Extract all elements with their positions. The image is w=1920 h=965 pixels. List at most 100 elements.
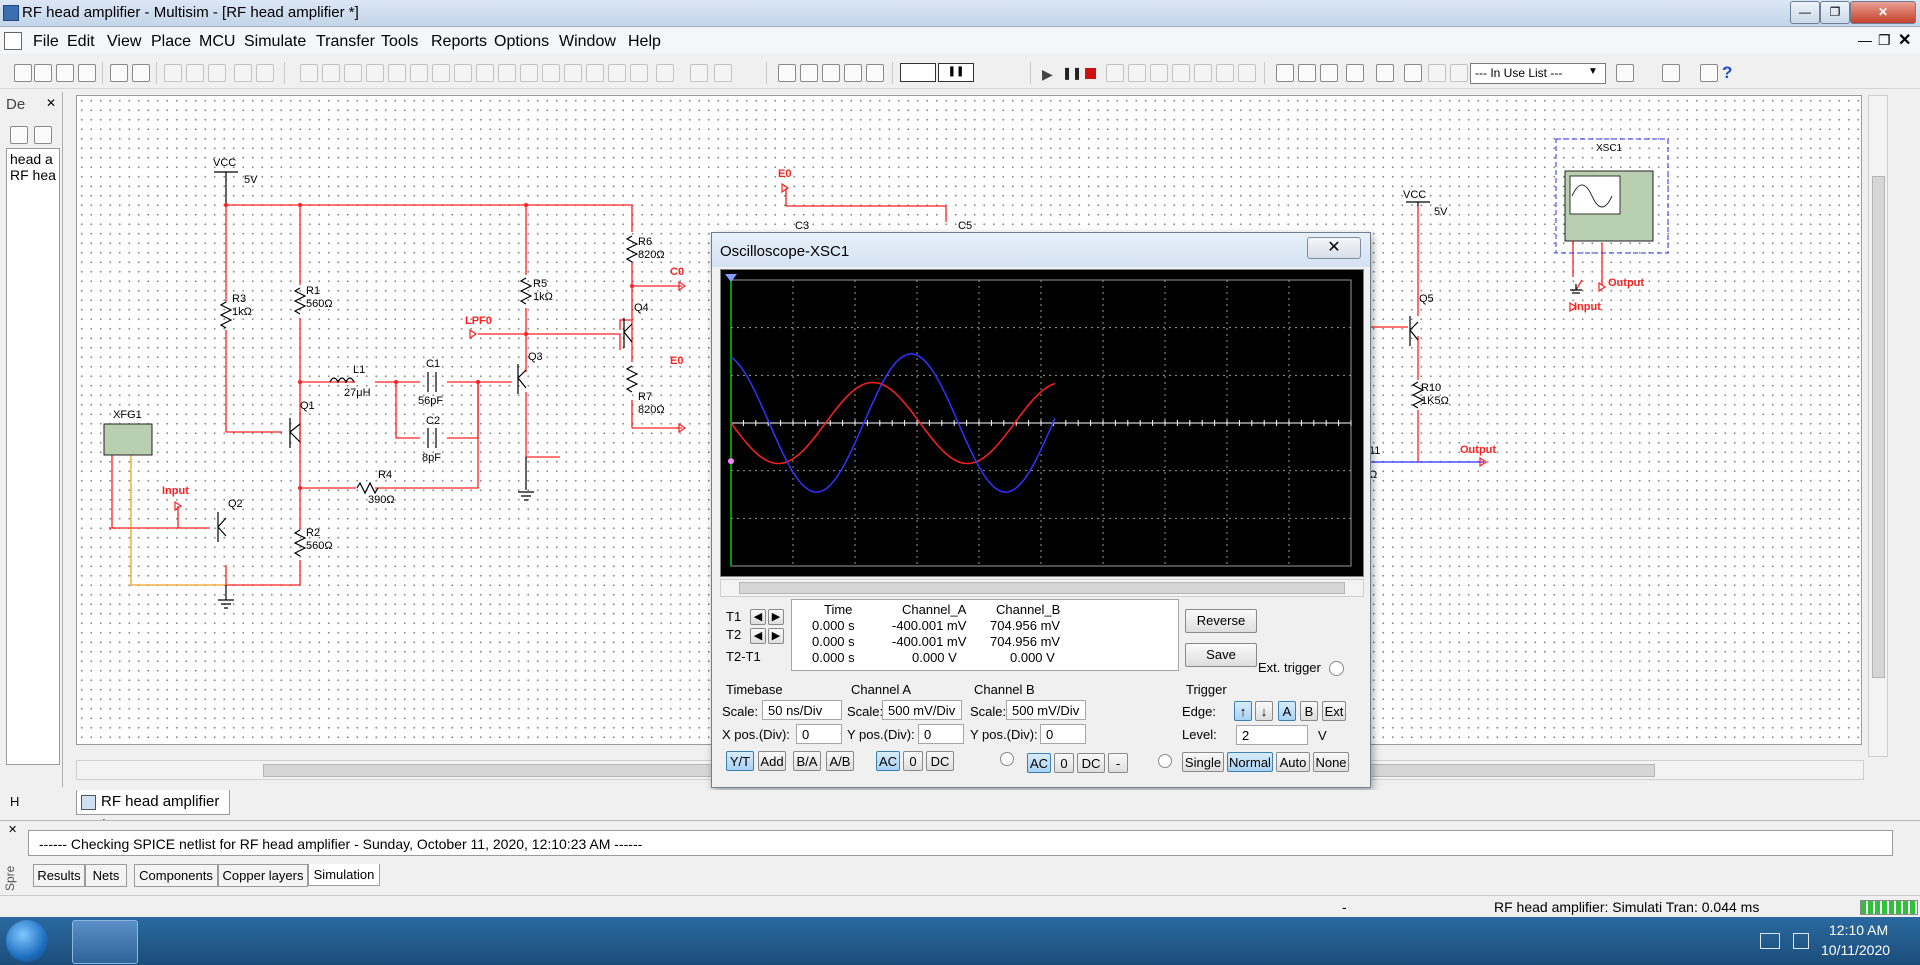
panel-close-icon[interactable]: ✕ (46, 96, 57, 110)
mdi-restore-button[interactable]: ❐ (1878, 32, 1891, 48)
channel-b-dc-button[interactable]: DC (1077, 753, 1105, 773)
t1-right-arrow[interactable]: ▶ (768, 609, 784, 625)
stop-icon[interactable] (1085, 68, 1096, 79)
level-field[interactable]: 2 (1236, 725, 1308, 745)
component-wizard-icon[interactable] (1404, 64, 1422, 82)
place-antenna-icon[interactable] (586, 64, 604, 82)
paste-icon[interactable] (208, 64, 226, 82)
chevron-down-icon[interactable]: ▼ (1588, 66, 1598, 77)
trigger-source-b-button[interactable]: B (1300, 701, 1318, 721)
channel-b-zero-button[interactable]: 0 (1054, 753, 1074, 773)
menu-place[interactable]: Place (151, 33, 192, 50)
oscilloscope-display[interactable] (720, 269, 1364, 577)
place-connector-icon[interactable] (366, 64, 384, 82)
channel-a-scale-field[interactable]: 500 mV/Div (882, 700, 962, 720)
trigger-source-a-button[interactable]: A (1278, 701, 1296, 721)
pause-at-breakpoint-icon[interactable] (1106, 64, 1124, 82)
t1-left-arrow[interactable]: ◀ (750, 609, 766, 625)
zoom-out-icon[interactable] (800, 64, 818, 82)
yt-button[interactable]: Y/T (726, 751, 754, 771)
undo-icon[interactable] (234, 64, 252, 82)
scroll-thumb[interactable] (739, 582, 1345, 594)
menu-mcu[interactable]: MCU (199, 33, 236, 50)
doc-icon[interactable] (4, 32, 22, 50)
run-to-cursor-icon[interactable] (1194, 64, 1212, 82)
channel-a-terminal[interactable] (1000, 752, 1014, 766)
ba-button[interactable]: B/A (793, 751, 821, 771)
xpos-field[interactable]: 0 (796, 724, 842, 744)
tree-item[interactable]: head a (10, 151, 53, 167)
vertical-scrollbar[interactable] (1868, 95, 1888, 757)
tab-schematic[interactable]: RF head amplifier * (76, 790, 230, 833)
design-tree[interactable]: head a RF hea (6, 148, 60, 765)
channel-b-terminal[interactable] (1158, 754, 1172, 768)
database-icon[interactable] (1376, 64, 1394, 82)
reverse-button[interactable]: Reverse (1185, 609, 1257, 633)
step-icon[interactable] (1128, 64, 1146, 82)
network-icon[interactable] (1760, 933, 1780, 949)
menu-view[interactable]: View (107, 33, 142, 50)
transfer-icon[interactable] (1662, 64, 1680, 82)
step-out-icon[interactable] (1172, 64, 1190, 82)
place-text-icon[interactable] (432, 64, 450, 82)
place-hier-block-icon[interactable] (388, 64, 406, 82)
mdi-close-button[interactable]: ✕ (1898, 32, 1912, 49)
new-icon[interactable] (14, 64, 32, 82)
rising-edge-button[interactable]: ↑ (1234, 701, 1252, 721)
place-net-icon[interactable] (608, 64, 626, 82)
cut-icon[interactable] (164, 64, 182, 82)
display-scrollbar[interactable] (720, 579, 1364, 597)
place-comment-icon[interactable] (476, 64, 494, 82)
zoom-sheet-icon[interactable] (844, 64, 862, 82)
print-icon[interactable] (110, 64, 128, 82)
grapher-icon[interactable] (1276, 64, 1294, 82)
trigger-auto-button[interactable]: Auto (1276, 752, 1310, 772)
save-icon[interactable] (78, 64, 96, 82)
toggle-breakpoint-icon[interactable] (1216, 64, 1234, 82)
analysis-icon[interactable] (1346, 64, 1364, 82)
channel-b-scale-field[interactable]: 500 mV/Div (1006, 700, 1086, 720)
save-button[interactable]: Save (1185, 643, 1257, 667)
search-icon[interactable] (1700, 64, 1718, 82)
clock-time[interactable]: 12:10 AM (1829, 922, 1889, 938)
spreadsheet-close-icon[interactable]: ✕ (8, 824, 18, 836)
erc-icon[interactable] (1616, 64, 1634, 82)
place-ladder-icon[interactable] (542, 64, 560, 82)
place-title-block-icon[interactable] (498, 64, 516, 82)
menu-edit[interactable]: Edit (67, 33, 95, 50)
hierarchy-tab[interactable]: H (10, 794, 20, 809)
place-graphic-icon[interactable] (454, 64, 472, 82)
pause-icon[interactable]: ❚❚ (1062, 66, 1083, 80)
new-design-icon[interactable] (10, 126, 28, 144)
tab-components[interactable]: Components (134, 864, 218, 887)
tab-copper-layers[interactable]: Copper layers (218, 864, 308, 887)
menu-tools[interactable]: Tools (381, 33, 419, 50)
t2-left-arrow[interactable]: ◀ (750, 628, 766, 644)
falling-edge-button[interactable]: ↓ (1255, 701, 1273, 721)
close-icon[interactable]: ✕ (1307, 237, 1361, 259)
pause-switch-icon[interactable]: ❚❚ (938, 63, 974, 82)
channel-a-dc-button[interactable]: DC (926, 751, 954, 771)
remove-breakpoints-icon[interactable] (1238, 64, 1256, 82)
channel-b-invert-button[interactable]: - (1108, 753, 1128, 773)
open-samples-icon[interactable] (56, 64, 74, 82)
channel-b-ypos-field[interactable]: 0 (1040, 724, 1086, 744)
mdi-minimize-button[interactable]: — (1858, 32, 1872, 48)
channel-a-zero-button[interactable]: 0 (903, 751, 923, 771)
zoom-in-icon[interactable] (778, 64, 796, 82)
scroll-thumb[interactable] (1872, 176, 1885, 678)
place-offpage-icon[interactable] (714, 64, 732, 82)
postprocessor-icon[interactable] (1320, 64, 1338, 82)
channel-b-ac-button[interactable]: AC (1027, 753, 1051, 773)
open-design-icon[interactable] (34, 126, 52, 144)
minimize-button[interactable]: — (1790, 1, 1820, 24)
oscilloscope-title-bar[interactable]: Oscilloscope-XSC1 (712, 233, 1370, 267)
spreadsheet-icon[interactable] (1298, 64, 1316, 82)
scope-graph[interactable] (721, 270, 1363, 576)
trigger-single-button[interactable]: Single (1182, 752, 1224, 772)
menu-window[interactable]: Window (559, 33, 616, 50)
redo-icon[interactable] (256, 64, 274, 82)
trigger-normal-button[interactable]: Normal (1227, 752, 1273, 772)
place-bus-icon[interactable] (344, 64, 362, 82)
menu-help[interactable]: Help (628, 33, 661, 50)
